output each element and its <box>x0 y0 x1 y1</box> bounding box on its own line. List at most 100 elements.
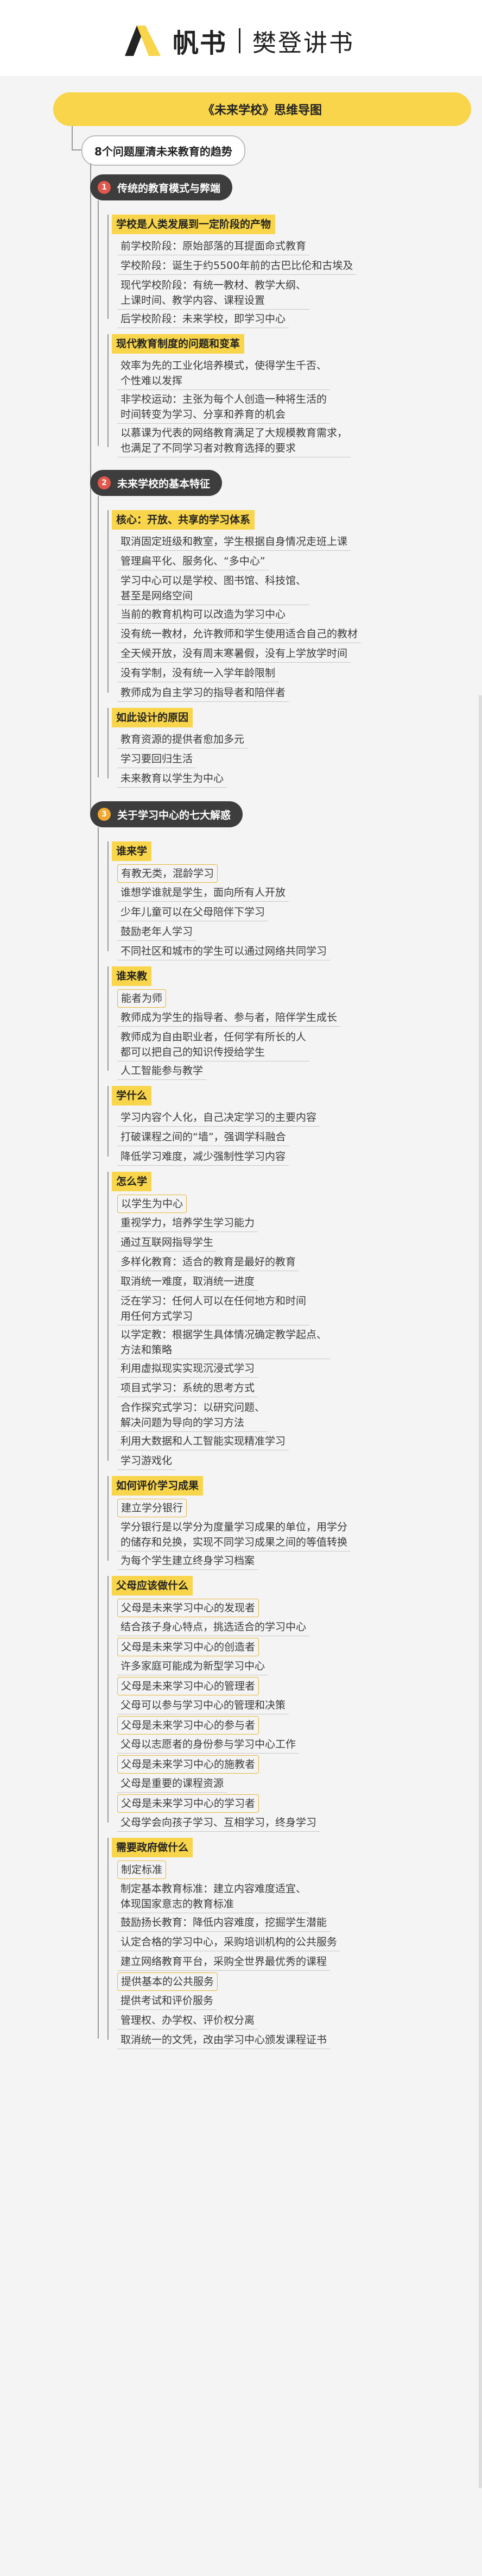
list-item: 全天候开放，没有周末寒暑假，没有上学放学时间 <box>117 645 351 663</box>
mindmap-root: 《未来学校》思维导图 <box>53 92 471 126</box>
group-label: 怎么学 <box>112 1172 152 1191</box>
group-label: 学校是人类发展到一定阶段的产物 <box>112 215 276 234</box>
list-item: 结合孩子身心特点，挑选适合的学习中心 <box>117 1618 310 1636</box>
list-item: 非学校运动：主张为每个人创造一种将生活的 时间转变为学习、分享和养育的机会 <box>117 391 331 424</box>
list-item: 管理扁平化、服务化、“多中心” <box>117 552 269 570</box>
list-item: 泛在学习：任何人可以在任何地方和时间 用任何方式学习 <box>117 1292 310 1325</box>
section-number-badge: 2 <box>98 476 111 489</box>
sail-logo-icon <box>125 26 161 56</box>
list-item-text: 通过互联网指导学生 <box>117 1234 217 1252</box>
list-item: 父母是未来学习中心的管理者 <box>117 1677 259 1695</box>
group-label: 父母应该做什么 <box>112 1576 193 1595</box>
list-item: 取消统一难度，取消统一进度 <box>117 1273 258 1291</box>
list-item-text: 打破课程之间的“墙”，强调学科融合 <box>117 1128 289 1146</box>
group-connector <box>107 334 109 447</box>
list-item: 效率为先的工业化培养模式，使得学生千否、 个性难以发挥 <box>117 357 331 390</box>
list-item-text: 重视学力，培养学生学习能力 <box>117 1214 258 1232</box>
list-item-text: 学习游戏化 <box>117 1452 176 1470</box>
list-item: 学习内容个人化，自己决定学习的主要内容 <box>117 1109 320 1127</box>
list-item-text: 利用虚拟现实实现沉浸式学习 <box>117 1360 258 1378</box>
group-label-text: 核心：开放、共享的学习体系 <box>112 510 255 530</box>
list-item-text: 制定基本教育标准：建立内容难度适宜、 体现国家意志的教育标准 <box>117 1880 310 1913</box>
list-item: 合作探究式学习：以研究问题、 解决问题为导向的学习方法 <box>117 1399 269 1432</box>
list-item-text: 不同社区和城市的学生可以通过网络共同学习 <box>117 943 331 960</box>
list-item-text: 项目式学习：系统的思考方式 <box>117 1379 258 1397</box>
list-item-text: 学习中心可以是学校、图书馆、科技馆、 甚至是网络空间 <box>117 572 310 605</box>
list-item: 父母是未来学习中心的发现者 <box>117 1599 259 1617</box>
list-item-text: 制定标准 <box>117 1861 167 1879</box>
group-connector <box>107 1476 109 1561</box>
root-connector <box>72 126 73 150</box>
list-item: 教师成为学生的指导者、参与者，陪伴学生成长 <box>117 1009 341 1027</box>
group-label-text: 如何评价学习成果 <box>112 1476 204 1496</box>
list-item: 父母是重要的课程资源 <box>117 1775 227 1793</box>
list-item: 通过互联网指导学生 <box>117 1234 217 1252</box>
list-item-text: 全天候开放，没有周末寒暑假，没有上学放学时间 <box>117 645 351 663</box>
group-label: 需要政府做什么 <box>112 1838 193 1857</box>
list-item: 提供基本的公共服务 <box>117 1972 218 1991</box>
list-item: 父母学会向孩子学习、互相学习，终身学习 <box>117 1814 320 1832</box>
section-title: 未来学校的基本特征 <box>117 477 211 490</box>
list-item: 后学校阶段：未来学校，即学习中心 <box>117 310 289 328</box>
list-item-text: 父母是未来学习中心的发现者 <box>117 1599 259 1617</box>
group-label: 核心：开放、共享的学习体系 <box>112 510 255 530</box>
list-item: 能者为师 <box>117 989 167 1008</box>
group-label-text: 谁来教 <box>112 966 152 986</box>
group-connector <box>107 966 109 1071</box>
list-item: 认定合格的学习中心，采购培训机构的公共服务 <box>117 1933 341 1951</box>
list-item-text: 泛在学习：任何人可以在任何地方和时间 用任何方式学习 <box>117 1292 310 1325</box>
scroll-track <box>479 695 482 2488</box>
list-item-text: 父母学会向孩子学习、互相学习，终身学习 <box>117 1814 320 1832</box>
branch-trunk <box>90 164 91 814</box>
list-item-text: 以学定教：根据学生具体情况确定教学起点、 方法和策略 <box>117 1326 331 1359</box>
list-item: 以学生为中心 <box>117 1195 187 1213</box>
list-item-text: 教师成为自由职业者，任何学有所长的人 都可以把自己的知识传授给学生 <box>117 1028 310 1061</box>
list-item: 取消统一的文凭，改由学习中心颁发课程证书 <box>117 2031 331 2049</box>
list-item: 管理权、办学权、评价权分离 <box>117 2012 258 2030</box>
list-item-text: 认定合格的学习中心，采购培训机构的公共服务 <box>117 1933 341 1951</box>
list-item-text: 多样化教育：适合的教育是最好的教育 <box>117 1253 300 1271</box>
list-item: 以慕课为代表的网络教育满足了大规模教育需求， 也满足了不同学习者对教育选择的要求 <box>117 424 351 457</box>
list-item: 利用大数据和人工智能实现精准学习 <box>117 1432 289 1450</box>
list-item: 提供考试和评价服务 <box>117 1992 217 2010</box>
list-item: 鼓励老年人学习 <box>117 923 196 941</box>
list-item: 鼓励扬长教育：降低内容难度，挖掘学生潜能 <box>117 1914 331 1932</box>
brand-name: 帆书 <box>173 28 227 59</box>
list-item: 打破课程之间的“墙”，强调学科融合 <box>117 1128 289 1146</box>
list-item-text: 教师成为学生的指导者、参与者，陪伴学生成长 <box>117 1009 341 1027</box>
list-item: 学习要回归生活 <box>117 750 196 768</box>
list-item-text: 合作探究式学习：以研究问题、 解决问题为导向的学习方法 <box>117 1399 269 1432</box>
list-item-text: 当前的教育机构可以改造为学习中心 <box>117 606 289 624</box>
list-item-text: 前学校阶段：原始部落的耳提面命式教育 <box>117 237 310 255</box>
list-item-text: 人工智能参与教学 <box>117 1062 207 1080</box>
group-label-text: 怎么学 <box>112 1172 152 1191</box>
list-item-text: 利用大数据和人工智能实现精准学习 <box>117 1432 289 1450</box>
list-item-text: 教师成为自主学习的指导者和陪伴者 <box>117 684 289 702</box>
list-item-text: 非学校运动：主张为每个人创造一种将生活的 时间转变为学习、分享和养育的机会 <box>117 391 331 424</box>
mindmap-branch: 8个问题厘清未来教育的趋势 <box>81 135 245 166</box>
list-item-text: 以慕课为代表的网络教育满足了大规模教育需求， 也满足了不同学习者对教育选择的要求 <box>117 424 351 457</box>
group-connector <box>107 1576 109 1823</box>
list-item: 父母是未来学习中心的参与者 <box>117 1716 259 1735</box>
group-connector <box>107 215 109 319</box>
list-item-text: 没有学制，没有统一入学年龄限制 <box>117 664 279 682</box>
list-item-text: 父母是未来学习中心的施教者 <box>117 1755 259 1774</box>
group-label-text: 学校是人类发展到一定阶段的产物 <box>112 215 276 234</box>
group-label: 谁来教 <box>112 966 152 986</box>
list-item-text: 许多家庭可能成为新型学习中心 <box>117 1657 269 1675</box>
list-item: 建立网络教育平台，采购全世界最优秀的课程 <box>117 1953 331 1971</box>
list-item-text: 取消统一难度，取消统一进度 <box>117 1273 258 1291</box>
list-item: 当前的教育机构可以改造为学习中心 <box>117 606 289 624</box>
group-connector <box>107 841 109 951</box>
list-item: 未来教育以学生为中心 <box>117 770 227 788</box>
group-label-text: 需要政府做什么 <box>112 1838 193 1857</box>
list-item-text: 父母是未来学习中心的参与者 <box>117 1716 259 1735</box>
list-item-text: 提供考试和评价服务 <box>117 1992 217 2010</box>
brand: 帆书 樊登讲书 <box>120 22 354 60</box>
list-item: 父母是未来学习中心的创造者 <box>117 1638 259 1656</box>
list-item: 有教无类，混龄学习 <box>117 864 218 883</box>
section-connector <box>98 200 99 446</box>
list-item-text: 谁想学谁就是学生，面向所有人开放 <box>117 884 289 902</box>
